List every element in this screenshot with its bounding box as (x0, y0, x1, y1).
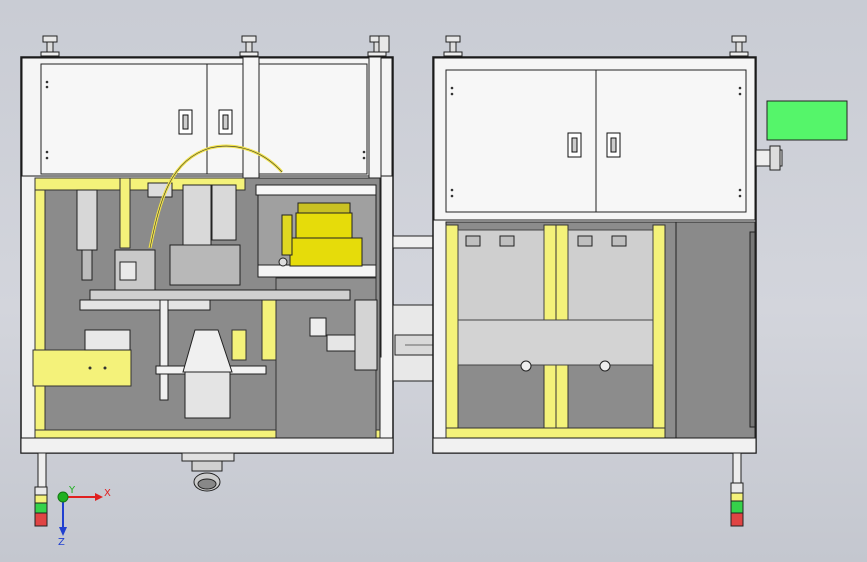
axis-label-y: Y (68, 485, 76, 496)
filling-funnel (182, 329, 233, 373)
coordinate-triad: X Y Z (57, 485, 111, 548)
right-side-panel (675, 221, 756, 439)
axis-label-z: Z (58, 537, 65, 548)
axis-label-x: X (104, 488, 111, 499)
right-machine-module[interactable] (432, 35, 848, 527)
leveling-foot-top-2 (239, 35, 259, 57)
filling-mechanism[interactable] (76, 182, 378, 419)
signal-light-green (730, 500, 744, 514)
hinge-dots-left (45, 80, 366, 160)
signal-tower-right[interactable] (730, 452, 744, 527)
left-yellow-frame (32, 177, 381, 441)
signal-tower-left[interactable] (34, 452, 48, 527)
leveling-foot-top-4 (443, 35, 463, 57)
leveling-foot-top-5 (729, 35, 749, 57)
door-handle-3[interactable] (567, 132, 582, 158)
hmi-mount (755, 145, 783, 171)
signal-light-red (34, 512, 48, 527)
signal-light-red (730, 512, 744, 527)
bottom-drain (181, 452, 235, 492)
mount-bolts (88, 366, 107, 370)
right-cabinet-door-2[interactable] (595, 69, 747, 213)
signal-light-yellow (730, 492, 744, 502)
left-machine-module[interactable] (20, 35, 394, 527)
right-mechanism[interactable] (457, 229, 654, 372)
door-handle-4[interactable] (606, 132, 621, 158)
left-base-plate (20, 437, 394, 454)
door-handle-1[interactable] (178, 109, 193, 135)
signal-light-green (34, 502, 48, 514)
hinge-dots-right (450, 86, 742, 198)
leveling-foot-top-3 (367, 35, 390, 57)
right-base-plate (432, 437, 757, 454)
leveling-foot-top-1 (40, 35, 60, 57)
door-handle-2[interactable] (218, 109, 233, 135)
right-yellow-frame (445, 224, 666, 439)
hmi-screen[interactable] (766, 100, 848, 141)
yellow-motor-assembly[interactable] (255, 184, 377, 278)
left-cabinet-door-2[interactable] (206, 63, 368, 175)
signal-light-yellow (34, 494, 48, 504)
